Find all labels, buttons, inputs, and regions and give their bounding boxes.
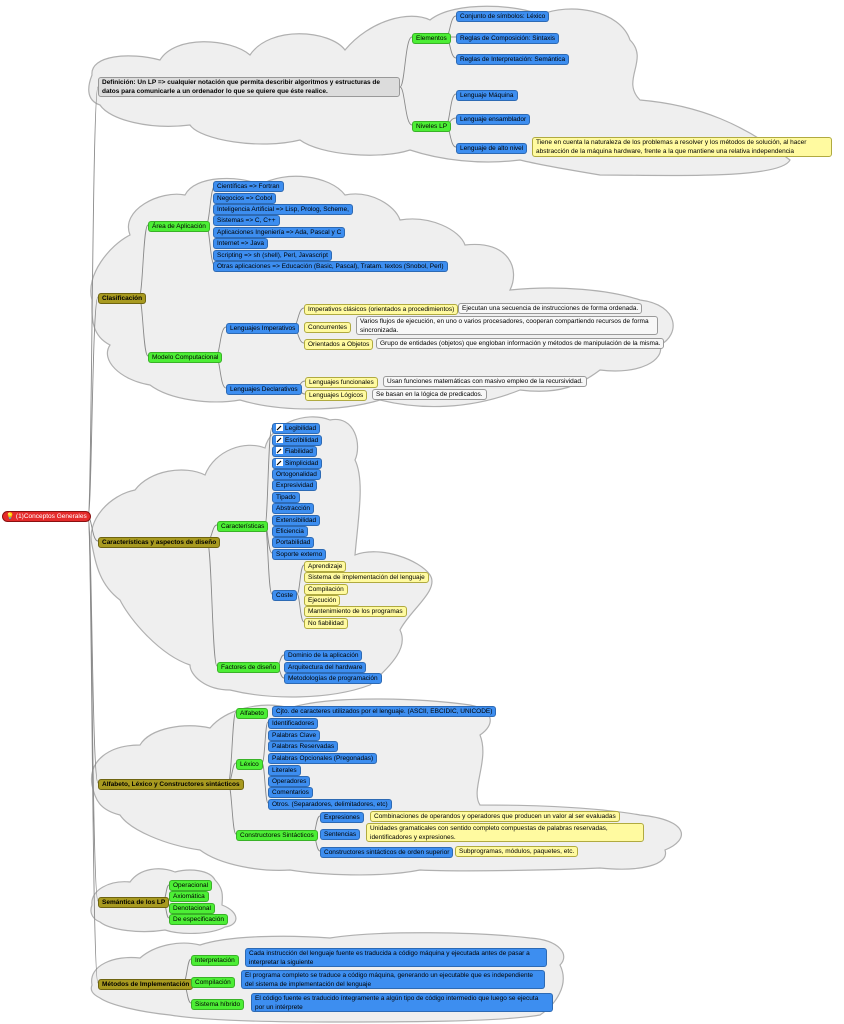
area-item[interactable]: Sistemas => C, C++ <box>213 215 280 226</box>
metodo-item[interactable]: Sistema híbrido <box>191 999 245 1010</box>
wrench-icon <box>276 459 283 466</box>
constructor-item[interactable]: Sentencias <box>320 829 361 840</box>
constructor-item[interactable]: Expresiones <box>320 812 364 823</box>
constructor-note: Subprogramas, módulos, paquetes, etc. <box>455 846 579 857</box>
semantica-item[interactable]: Denotacional <box>169 903 215 914</box>
definicion-node[interactable]: Definición: Un LP => cualquier notación … <box>98 77 400 97</box>
factores-item[interactable]: Dominio de la aplicación <box>284 650 363 661</box>
lexico-node[interactable]: Léxico <box>236 759 263 770</box>
imperativo-note: Varios flujos de ejecución, en uno o var… <box>356 316 658 335</box>
area-item[interactable]: Inteligencia Artificial => Lisp, Prolog,… <box>213 204 353 215</box>
wrench-icon <box>276 447 283 454</box>
caracteristica-item[interactable]: Soporte externo <box>272 549 327 560</box>
caracteristica-item[interactable]: Extensibilidad <box>272 515 321 526</box>
caracteristica-item[interactable]: Fiabilidad <box>272 446 317 457</box>
metodo-note: Cada instrucción del lenguaje fuente es … <box>245 948 547 967</box>
caracteristica-item[interactable]: Ortogonalidad <box>272 469 321 480</box>
semantica-item[interactable]: De especificación <box>169 914 228 925</box>
area-item[interactable]: Aplicaciones Ingeniería => Ada, Pascal y… <box>213 227 346 238</box>
niveles-item[interactable]: Lenguaje de alto nivel <box>456 143 528 154</box>
factores-item[interactable]: Metodologías de programación <box>284 673 382 684</box>
niveles-node[interactable]: Niveles LP <box>412 121 452 132</box>
coste-item[interactable]: Sistema de implementación del lenguaje <box>304 572 429 583</box>
constructor-note: Unidades gramaticales con sentido comple… <box>366 823 644 842</box>
imperativos-node[interactable]: Lenguajes Imperativos <box>226 323 300 334</box>
metodo-note: El programa completo se traduce a código… <box>241 970 545 989</box>
lexico-item[interactable]: Operadores <box>268 776 311 787</box>
wrench-icon <box>276 436 283 443</box>
area-item[interactable]: Internet => Java <box>213 238 268 249</box>
niveles-item[interactable]: Lenguaje Máquina <box>456 90 518 101</box>
caracteristica-item[interactable]: Expresividad <box>272 480 318 491</box>
coste-node[interactable]: Coste <box>272 590 297 601</box>
elementos-item[interactable]: Reglas de Interpretación: Semántica <box>456 54 570 65</box>
semantica-item[interactable]: Axiomática <box>169 891 209 902</box>
wrench-icon <box>276 424 283 431</box>
semantica-node[interactable]: Semántica de los LP <box>98 897 170 908</box>
alto-nivel-note: Tiene en cuenta la naturaleza de los pro… <box>532 137 832 157</box>
declarativos-node[interactable]: Lenguajes Declarativos <box>226 384 302 395</box>
lexico-item[interactable]: Palabras Clave <box>268 730 321 741</box>
coste-item[interactable]: Mantenimiento de los programas <box>304 606 407 617</box>
metodo-item[interactable]: Interpretación <box>191 955 239 966</box>
elementos-item[interactable]: Conjunto de símbolos: Léxico <box>456 11 550 22</box>
clasificacion-node[interactable]: Clasificación <box>98 293 147 304</box>
caracteristica-item[interactable]: Tipado <box>272 492 300 503</box>
constructores-node[interactable]: Constructores Sintácticos <box>236 830 318 841</box>
caracteristica-item[interactable]: Eficiencia <box>272 526 308 537</box>
semantica-item[interactable]: Operacional <box>169 880 213 891</box>
coste-item[interactable]: Aprendizaje <box>304 561 347 572</box>
elementos-item[interactable]: Reglas de Composición: Sintaxis <box>456 33 560 44</box>
modelo-computacional-node[interactable]: Modelo Computacional <box>148 352 223 363</box>
alfabeto-node[interactable]: Alfabeto, Léxico y Constructores sintáct… <box>98 779 244 790</box>
imperativo-item[interactable]: Imperativos clásicos (orientados a proce… <box>304 304 459 315</box>
cloud-definicion <box>88 5 791 177</box>
cloud-caracteristicas <box>90 416 433 698</box>
root-node[interactable]: 💡 (1)Conceptos Generales <box>2 511 91 522</box>
factores-diseno-node[interactable]: Factores de diseño <box>217 662 281 673</box>
bulb-icon: 💡 <box>6 513 15 520</box>
area-item[interactable]: Scripting => sh (shell), Perl, Javascrip… <box>213 250 332 261</box>
lexico-item[interactable]: Identificadores <box>268 718 319 729</box>
caracteristicas-sub-node[interactable]: Características <box>217 521 269 532</box>
lexico-item[interactable]: Palabras Reservadas <box>268 741 339 752</box>
area-aplicacion-node[interactable]: Área de Aplicación <box>148 221 210 232</box>
imperativo-note: Ejecutan una secuencia de instrucciones … <box>458 303 643 314</box>
declarativo-item[interactable]: Lenguajes funcionales <box>305 377 378 388</box>
area-item[interactable]: Otras aplicaciones => Educación (Basic, … <box>213 261 448 272</box>
alfabeto-sub-node[interactable]: Alfabeto <box>236 708 268 719</box>
lexico-item[interactable]: Otros. (Separadores, delimitadores, etc) <box>268 799 392 810</box>
declarativo-note: Usan funciones matemáticas con masivo em… <box>383 376 587 387</box>
constructor-note: Combinaciones de operandos y operadores … <box>370 811 620 822</box>
alfabeto-item[interactable]: Cjto. de caracteres utilizados por el le… <box>272 706 497 717</box>
constructor-item[interactable]: Constructores sintácticos de orden super… <box>320 847 454 858</box>
declarativo-note: Se basan en la lógica de predicados. <box>372 389 487 400</box>
imperativo-item[interactable]: Orientados a Objetos <box>304 339 374 350</box>
imperativo-item[interactable]: Concurrentes <box>304 322 352 333</box>
metodos-node[interactable]: Métodos de Implementación <box>98 979 194 990</box>
caracteristica-item[interactable]: Escribilidad <box>272 435 323 446</box>
caracteristica-item[interactable]: Portabilidad <box>272 537 315 548</box>
caracteristica-item[interactable]: Simplicidad <box>272 458 323 469</box>
declarativo-item[interactable]: Lenguajes Lógicos <box>305 390 368 401</box>
metodo-item[interactable]: Compilación <box>191 977 235 988</box>
lexico-item[interactable]: Literales <box>268 765 301 776</box>
lexico-item[interactable]: Palabras Opcionales (Pregonadas) <box>268 753 378 764</box>
caracteristica-item[interactable]: Abstracción <box>272 503 314 514</box>
lexico-item[interactable]: Comentarios <box>268 787 313 798</box>
coste-item[interactable]: Ejecución <box>304 595 341 606</box>
elementos-node[interactable]: Elementos <box>412 33 451 44</box>
area-item[interactable]: Negocios => Cobol <box>213 193 277 204</box>
caracteristica-item[interactable]: Legibilidad <box>272 423 321 434</box>
coste-item[interactable]: Compilación <box>304 584 348 595</box>
cloud-clasificacion <box>90 175 674 410</box>
factores-item[interactable]: Arquitectura del hardware <box>284 662 367 673</box>
area-item[interactable]: Científicas => Fortran <box>213 181 284 192</box>
metodo-note: El código fuente es traducido íntegramen… <box>251 993 553 1012</box>
imperativo-note: Grupo de entidades (objetos) que engloba… <box>376 338 665 349</box>
niveles-item[interactable]: Lenguaje ensamblador <box>456 114 531 125</box>
caracteristicas-node[interactable]: Características y aspectos de diseño <box>98 537 221 548</box>
coste-item[interactable]: No fiabilidad <box>304 618 348 629</box>
